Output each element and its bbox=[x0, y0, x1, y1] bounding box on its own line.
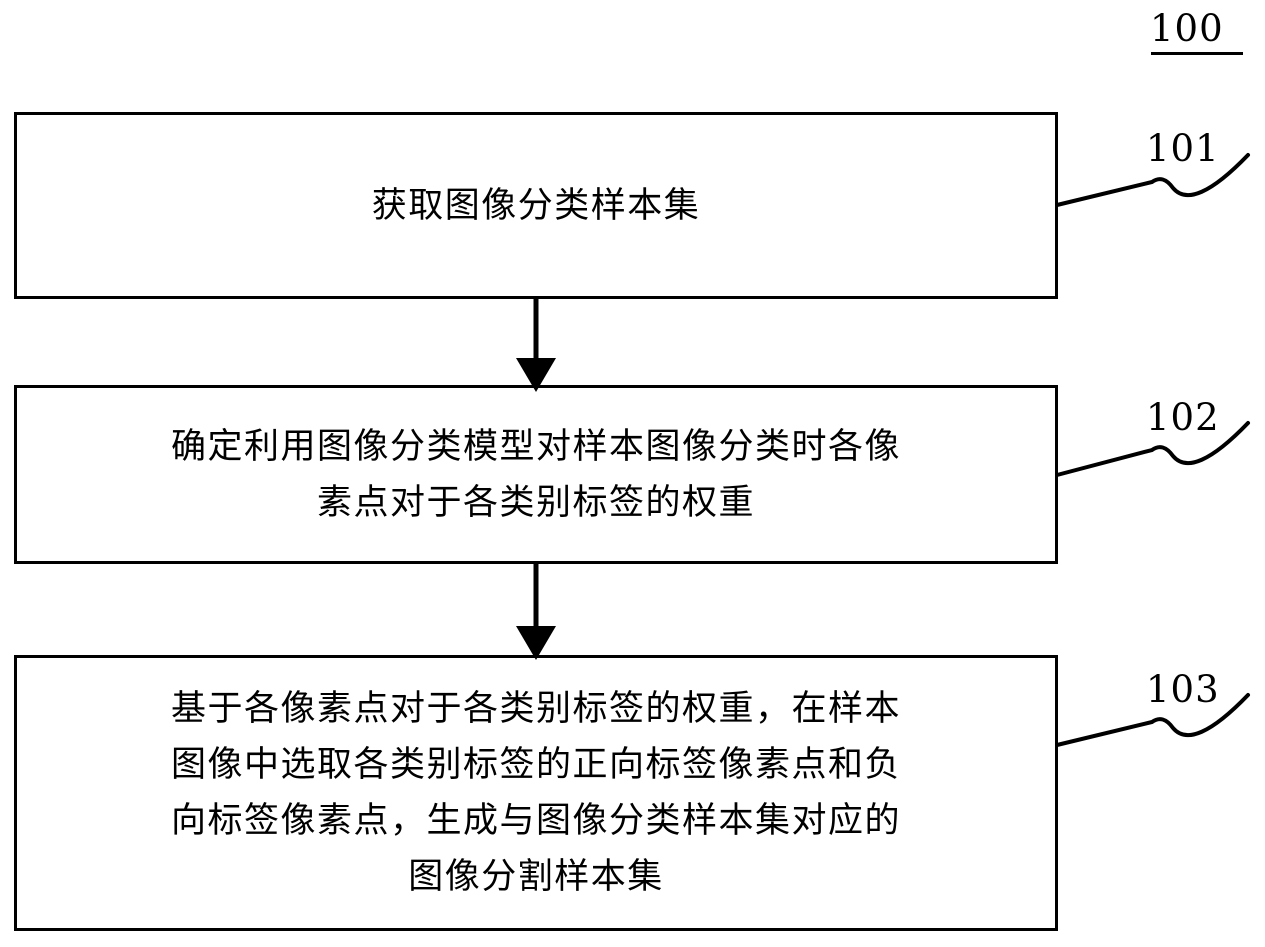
process-box-103-text: 基于各像素点对于各类别标签的权重，在样本 图像中选取各类别标签的正向标签像素点和… bbox=[170, 689, 901, 897]
reference-label-103: 103 bbox=[1146, 668, 1220, 711]
process-box-101-text: 获取图像分类样本集 bbox=[371, 185, 701, 226]
figure-number-100: 100 bbox=[1150, 7, 1224, 50]
process-box-101: 获取图像分类样本集 bbox=[14, 112, 1058, 299]
process-box-102-text: 确定利用图像分类模型对样本图像分类时各像 素点对于各类别标签的权重 bbox=[170, 426, 901, 523]
process-box-102: 确定利用图像分类模型对样本图像分类时各像 素点对于各类别标签的权重 bbox=[14, 385, 1058, 564]
figure-number-underline bbox=[1151, 52, 1243, 55]
reference-label-102: 102 bbox=[1146, 396, 1220, 439]
reference-label-101: 101 bbox=[1146, 127, 1220, 170]
process-box-103: 基于各像素点对于各类别标签的权重，在样本 图像中选取各类别标签的正向标签像素点和… bbox=[14, 655, 1058, 931]
